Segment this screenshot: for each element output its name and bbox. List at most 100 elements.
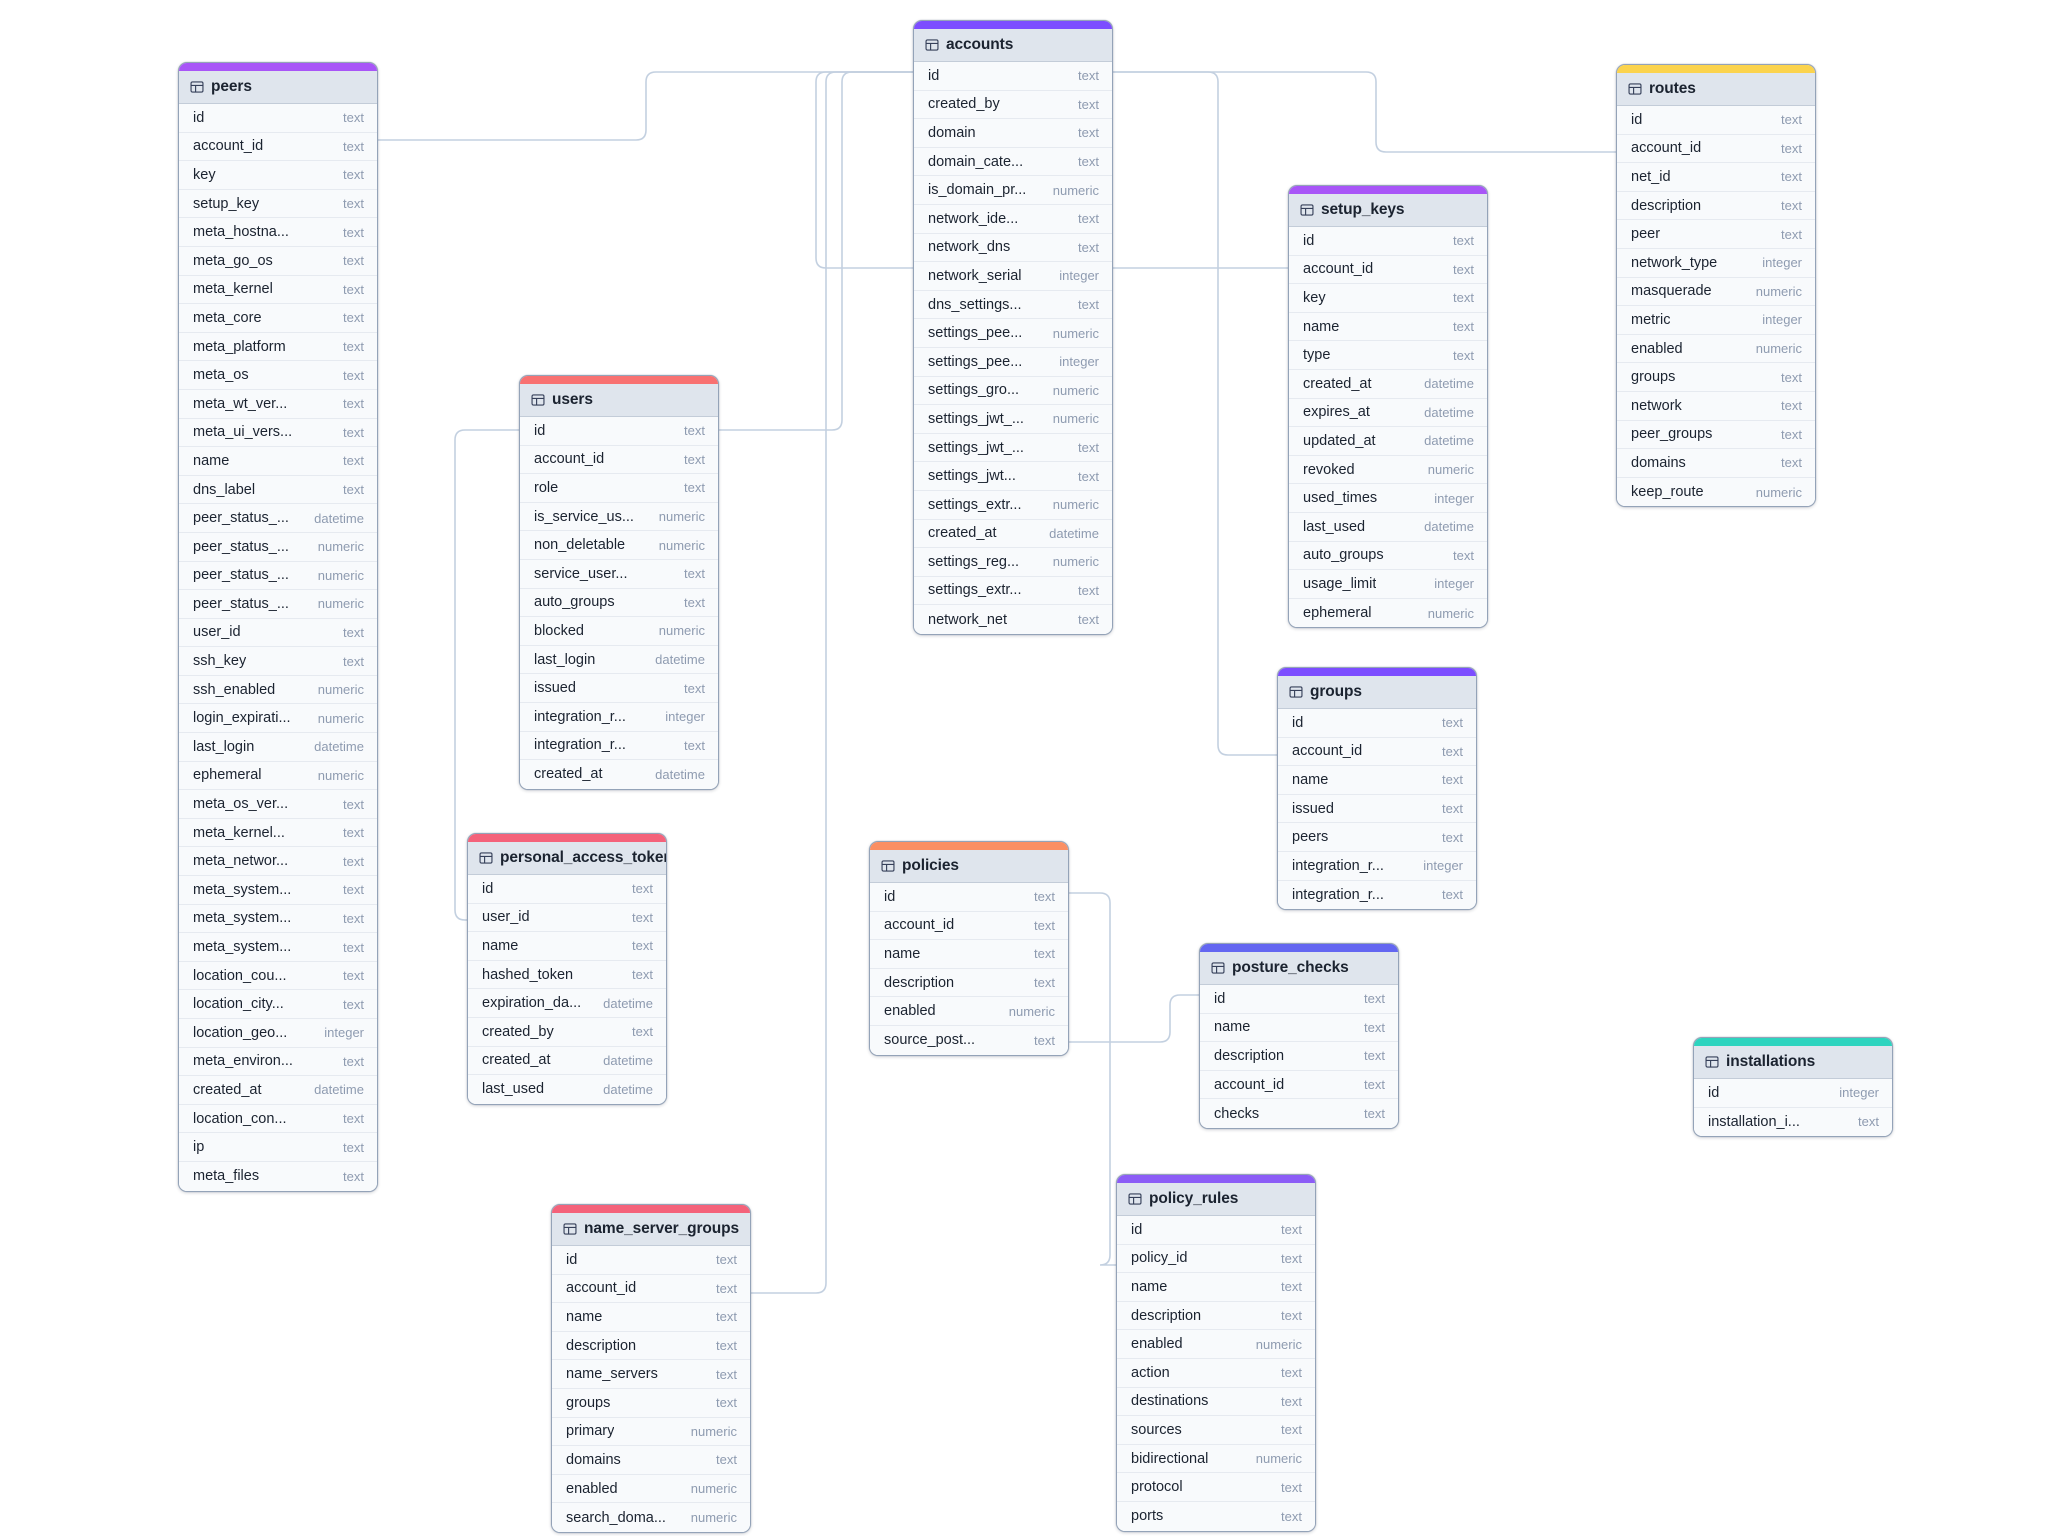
table-header[interactable]: name_server_groups <box>552 1213 750 1246</box>
column-row[interactable]: peer_status_...datetime <box>179 504 377 533</box>
column-row[interactable]: login_expirati...numeric <box>179 704 377 734</box>
column-row[interactable]: location_city...text <box>179 990 377 1019</box>
column-row[interactable]: settings_jwt...text <box>914 462 1112 491</box>
table-header[interactable]: accounts <box>914 29 1112 62</box>
column-row[interactable]: network_ide...text <box>914 204 1112 234</box>
column-row[interactable]: integration_r...integer <box>1278 851 1476 881</box>
column-row[interactable]: settings_pee...numeric <box>914 319 1112 348</box>
table-header[interactable]: routes <box>1617 73 1815 106</box>
column-row[interactable]: settings_extr...numeric <box>914 490 1112 520</box>
column-row[interactable]: integration_r...integer <box>520 702 718 732</box>
column-row[interactable]: meta_environ...text <box>179 1047 377 1077</box>
column-row[interactable]: settings_reg...numeric <box>914 548 1112 577</box>
column-row[interactable]: meta_kernel...text <box>179 818 377 848</box>
column-row[interactable]: meta_ui_vers...text <box>179 418 377 448</box>
column-row[interactable]: source_post...text <box>870 1025 1068 1055</box>
column-row[interactable]: peer_status_...numeric <box>179 561 377 591</box>
column-row[interactable]: expiration_da...datetime <box>468 989 666 1018</box>
table-header[interactable]: groups <box>1278 676 1476 709</box>
table-header[interactable]: peers <box>179 71 377 104</box>
column-row[interactable]: meta_networ...text <box>179 847 377 877</box>
column-row[interactable]: settings_gro...numeric <box>914 376 1112 406</box>
column-row[interactable]: meta_os_ver...text <box>179 790 377 819</box>
table-header[interactable]: policies <box>870 850 1068 883</box>
column-row[interactable]: meta_system...text <box>179 933 377 962</box>
column-row[interactable]: meta_wt_ver...text <box>179 389 377 419</box>
table-header[interactable]: installations <box>1694 1046 1892 1079</box>
table-header[interactable]: personal_access_tokens <box>468 842 666 875</box>
table-header[interactable]: policy_rules <box>1117 1183 1315 1216</box>
